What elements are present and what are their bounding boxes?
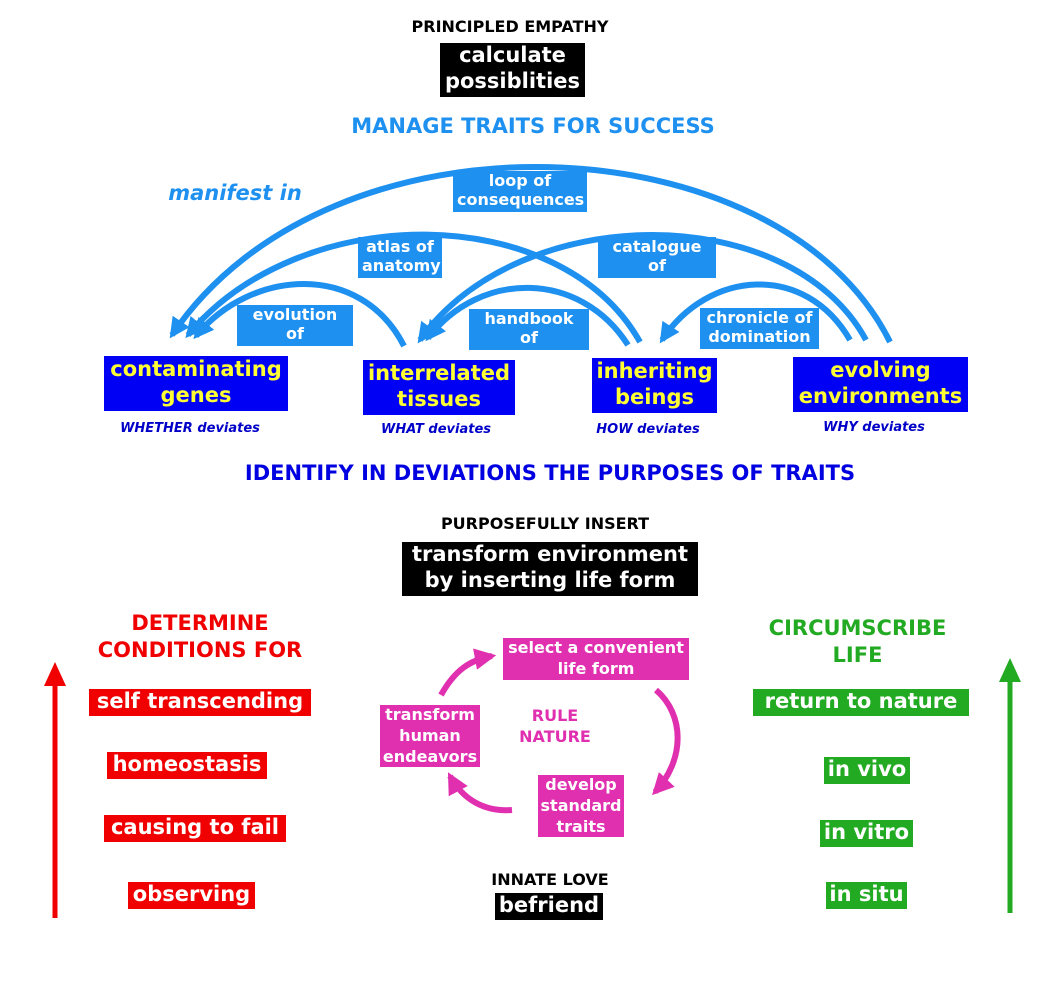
left-item-homeostasis: homeostasis — [107, 752, 267, 779]
arc-label-loop: loop of consequences — [453, 171, 587, 212]
arc-loop-of-consequences — [169, 164, 893, 344]
right-item-in-vitro: in vitro — [820, 820, 913, 847]
arc-handbook-of-digestion — [425, 284, 631, 347]
arc-label-handbook: handbook of digestion — [469, 309, 589, 366]
left-vertical-arrow — [44, 662, 66, 918]
node-interrelated-tissues: interrelated tissues — [363, 360, 515, 415]
principle-label: PRINCIPLED EMPATHY — [411, 17, 609, 36]
cycle-center-rule-nature: RULE NATURE — [519, 706, 591, 746]
deviates-how: HOW deviates — [596, 422, 700, 437]
arc-label-atlas: atlas of anatomy — [358, 237, 442, 278]
cycle-arrow-to-develop — [652, 687, 681, 796]
cycle-arrow-to-select — [438, 648, 497, 697]
left-item-observing: observing — [128, 882, 255, 909]
right-title: CIRCUMSCRIBE LIFE — [768, 616, 947, 668]
arc-label-chronicle: chronicle of domination — [700, 308, 819, 349]
node-inheriting-beings: inheriting beings — [592, 358, 717, 413]
arc-evolution-of-divergence — [193, 281, 407, 348]
arc-atlas-of-anatomy — [185, 231, 643, 344]
node-contaminating-genes: contaminating genes — [104, 356, 288, 411]
node-evolving-environments: evolving environments — [793, 357, 968, 412]
principle-box: calculate possiblities — [440, 43, 585, 97]
arc-chronicle-of-domination — [659, 281, 853, 344]
manage-title: MANAGE TRAITS FOR SUCCESS — [351, 114, 715, 138]
arc-label-catalogue: catalogue of solutions — [598, 237, 716, 294]
cycle-select-life-form: select a convenient life form — [503, 638, 689, 680]
left-title: DETERMINE CONDITIONS FOR — [97, 611, 303, 663]
right-item-in-situ: in situ — [826, 882, 907, 909]
identify-title: IDENTIFY IN DEVIATIONS THE PURPOSES OF T… — [244, 461, 856, 485]
deviates-what: WHAT deviates — [380, 422, 492, 437]
manifest-in-label: manifest in — [168, 181, 302, 205]
left-item-self-transcending: self transcending — [89, 689, 311, 716]
right-item-return-to-nature: return to nature — [753, 689, 969, 716]
deviates-why: WHY deviates — [823, 420, 925, 435]
right-item-in-vivo: in vivo — [824, 757, 910, 784]
deviates-whether: WHETHER deviates — [120, 421, 260, 436]
bottom-label: INNATE LOVE — [491, 870, 609, 889]
cycle-transform-endeavors: transform human endeavors — [380, 705, 480, 767]
insert-box: transform environment by inserting life … — [402, 542, 698, 596]
insert-label: PURPOSEFULLY INSERT — [440, 514, 650, 533]
cycle-arrow-to-transform — [447, 772, 513, 814]
left-item-causing-to-fail: causing to fail — [104, 815, 286, 842]
cycle-develop-traits: develop standard traits — [538, 775, 624, 837]
arc-label-evolution: evolution of divergence — [237, 305, 353, 362]
right-vertical-arrow — [999, 658, 1021, 913]
arc-catalogue-of-solutions — [417, 232, 869, 344]
bottom-box: befriend — [495, 893, 603, 920]
